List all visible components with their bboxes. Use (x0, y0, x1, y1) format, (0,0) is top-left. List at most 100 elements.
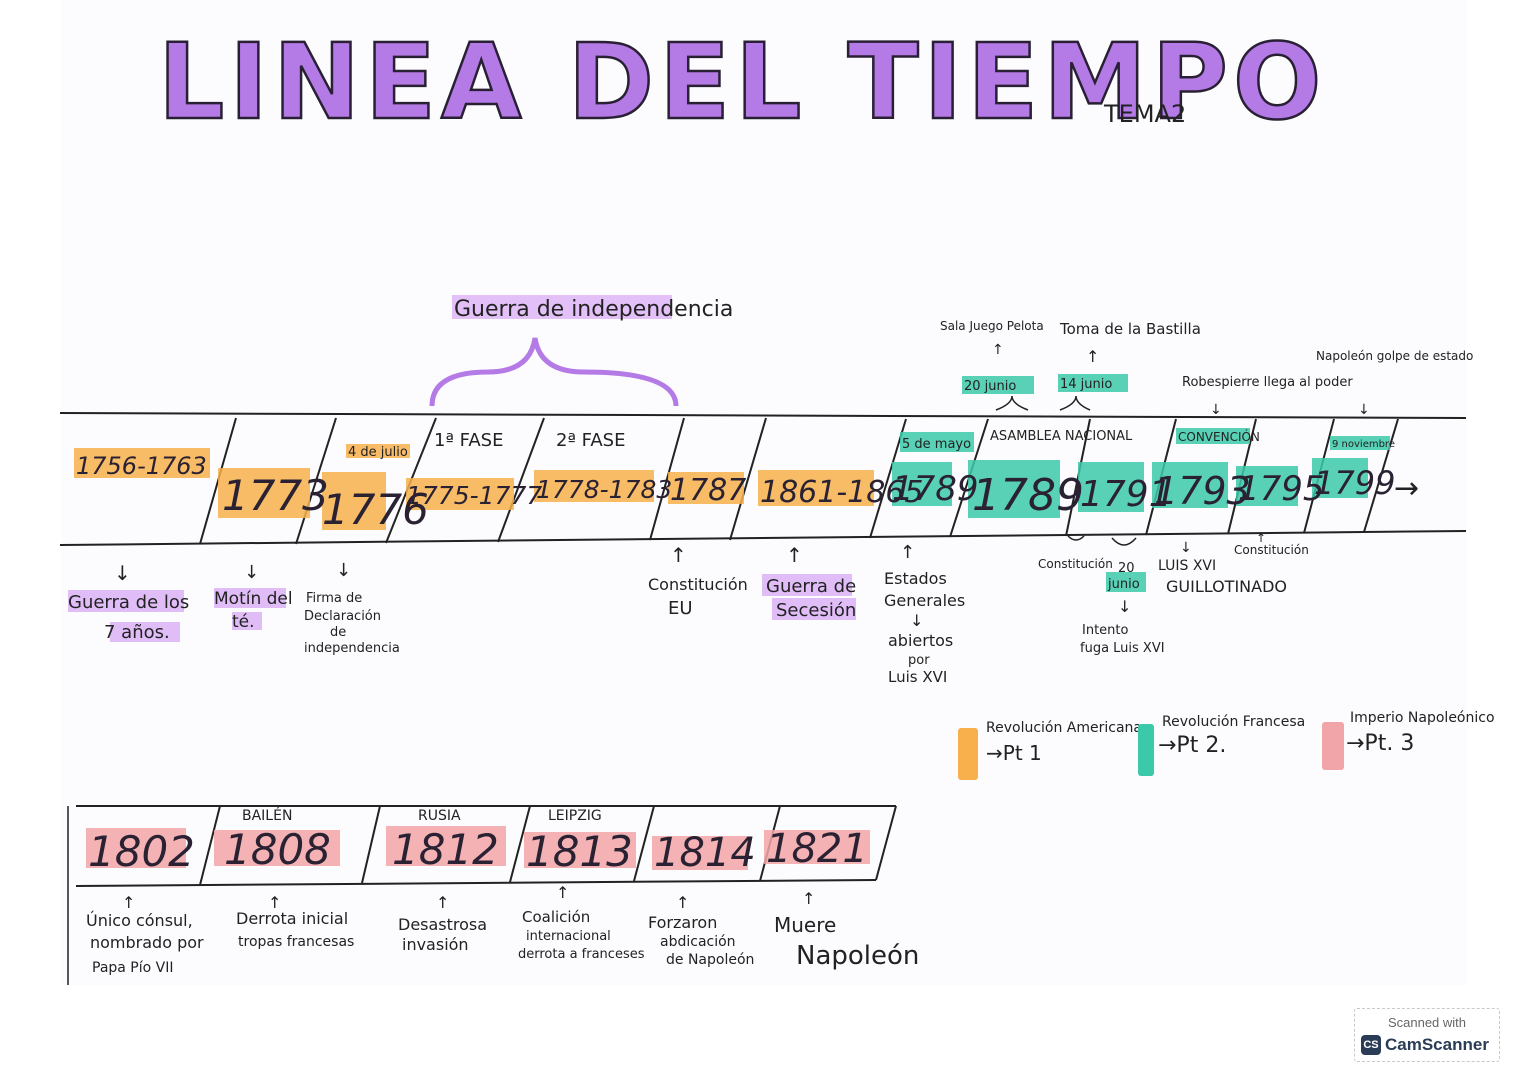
svg-text:20: 20 (1118, 561, 1135, 576)
year-1789-a: 1789 (892, 469, 979, 509)
svg-text:↓: ↓ (1180, 540, 1192, 556)
svg-text:Declaración: Declaración (304, 609, 381, 624)
svg-text:abdicación: abdicación (660, 934, 736, 950)
svg-text:invasión: invasión (402, 935, 469, 954)
svg-text:20 junio: 20 junio (964, 379, 1016, 394)
continue-arrow: → (1394, 471, 1419, 506)
legend-swatch-american (958, 728, 978, 780)
svg-text:9 noviembre: 9 noviembre (1332, 439, 1395, 450)
war-independence-label: Guerra de independencia (454, 297, 733, 322)
camscanner-badge: Scanned with CS CamScanner (1354, 1008, 1500, 1062)
svg-text:Napoleón: Napoleón (796, 941, 919, 971)
svg-text:↑: ↑ (1086, 347, 1099, 366)
svg-text:Muere: Muere (774, 913, 836, 937)
svg-text:5 de mayo: 5 de mayo (902, 437, 971, 452)
svg-text:Constitución: Constitución (648, 575, 748, 594)
svg-text:Estados: Estados (884, 569, 947, 588)
year-1821: 1821 (766, 826, 868, 872)
svg-text:té.: té. (232, 612, 255, 632)
svg-text:↑: ↑ (1256, 531, 1266, 545)
svg-text:CONVENCIÓN: CONVENCIÓN (1178, 429, 1260, 444)
svg-text:de: de (330, 625, 346, 640)
legend-part-french: →Pt 2. (1158, 733, 1226, 758)
svg-text:tropas francesas: tropas francesas (238, 934, 354, 950)
year-1793: 1793 (1154, 469, 1251, 513)
legend: Revolución Americana →Pt 1 Revolución Fr… (958, 710, 1495, 780)
timeline1-top-notes: 4 de julio 1ª FASE 2ª FASE 5 de mayo ASA… (348, 429, 1395, 460)
svg-text:nombrado por: nombrado por (90, 933, 204, 952)
war-brace (429, 337, 679, 407)
svg-text:↓: ↓ (1118, 597, 1131, 616)
year-1756-1763: 1756-1763 (76, 452, 207, 480)
year-1795: 1795 (1238, 469, 1325, 509)
svg-text:Firma de: Firma de (306, 591, 362, 606)
svg-text:Coalición: Coalición (522, 908, 590, 926)
svg-text:↑: ↑ (670, 543, 687, 567)
svg-text:Único cónsul,: Único cónsul, (86, 911, 193, 930)
year-1775-1777: 1775-1777 (406, 481, 542, 510)
svg-text:Guerra de los: Guerra de los (68, 592, 189, 613)
year-1787: 1787 (670, 473, 746, 508)
year-1808: 1808 (224, 825, 331, 874)
svg-text:↑: ↑ (556, 883, 569, 902)
svg-text:14 junio: 14 junio (1060, 377, 1112, 392)
year-1813: 1813 (526, 827, 633, 876)
svg-text:4 de julio: 4 de julio (348, 445, 408, 460)
svg-text:ASAMBLEA NACIONAL: ASAMBLEA NACIONAL (990, 429, 1133, 444)
svg-text:Intento: Intento (1082, 623, 1129, 638)
svg-text:derrota a franceses: derrota a franceses (518, 947, 645, 962)
svg-text:Derrota inicial: Derrota inicial (236, 909, 348, 928)
year-1778-1783: 1778-1783 (536, 475, 672, 504)
svg-text:↑: ↑ (122, 893, 135, 912)
svg-text:↑: ↑ (436, 893, 449, 912)
svg-text:Toma de la Bastilla: Toma de la Bastilla (1059, 320, 1201, 338)
svg-text:Forzaron: Forzaron (648, 913, 717, 932)
legend-swatch-french (1138, 724, 1154, 776)
svg-text:GUILLOTINADO: GUILLOTINADO (1166, 577, 1287, 596)
timeline2-places: BAILÉN RUSIA LEIPZIG (242, 807, 602, 824)
timeline2-years: 1802 1808 1812 1813 1814 1821 (88, 825, 868, 876)
svg-text:↓: ↓ (910, 611, 923, 630)
svg-text:Robespierre llega al poder: Robespierre llega al poder (1182, 375, 1353, 390)
timeline1-top-line (59, 412, 1467, 419)
legend-label-french: Revolución Francesa (1162, 714, 1305, 730)
svg-text:Desastrosa: Desastrosa (398, 915, 487, 934)
svg-text:LUIS XVI: LUIS XVI (1158, 558, 1216, 574)
svg-text:EU: EU (668, 598, 693, 619)
svg-text:de Napoleón: de Napoleón (666, 952, 754, 968)
svg-text:por: por (908, 653, 930, 668)
svg-text:abiertos: abiertos (888, 631, 953, 650)
page-title: LINEA DEL TIEMPO (158, 21, 1326, 143)
svg-text:↑: ↑ (992, 342, 1004, 358)
svg-text:↓: ↓ (336, 560, 351, 581)
legend-swatch-napoleon (1322, 722, 1344, 770)
svg-text:Sala Juego Pelota: Sala Juego Pelota (940, 319, 1044, 333)
svg-text:↑: ↑ (676, 893, 689, 912)
year-1789-b: 1789 (972, 470, 1084, 521)
war-label-highlight (452, 295, 672, 319)
svg-text:↑: ↑ (802, 889, 815, 908)
svg-text:Secesión: Secesión (776, 600, 856, 621)
svg-text:Constitución: Constitución (1234, 543, 1309, 557)
legend-part-american: →Pt 1 (986, 741, 1042, 765)
svg-text:LEIPZIG: LEIPZIG (548, 808, 602, 824)
svg-text:↓: ↓ (1210, 402, 1222, 418)
svg-text:Motín del: Motín del (214, 589, 293, 609)
timeline1-events: ↓ Guerra de los 7 años. ↓ Motín del té. … (68, 531, 1309, 686)
scanned-with-label: Scanned with (1387, 1015, 1467, 1030)
year-1776: 1776 (322, 485, 429, 534)
svg-text:Guerra de: Guerra de (766, 576, 856, 597)
svg-text:RUSIA: RUSIA (418, 808, 461, 824)
svg-text:BAILÉN: BAILÉN (242, 807, 292, 824)
svg-text:Generales: Generales (884, 591, 965, 610)
year-1802: 1802 (88, 827, 195, 876)
year-1861-1865: 1861-1865 (760, 475, 924, 510)
svg-text:Constitución: Constitución (1038, 557, 1113, 571)
svg-text:↓: ↓ (244, 562, 259, 583)
svg-text:↓: ↓ (114, 561, 131, 585)
year-1814: 1814 (654, 830, 756, 876)
timeline2-highlights (86, 826, 870, 870)
camscanner-label: CamScanner (1385, 1035, 1489, 1054)
subtitle: TEMA2 (1103, 100, 1186, 128)
phase-2-label: 2ª FASE (556, 430, 625, 451)
